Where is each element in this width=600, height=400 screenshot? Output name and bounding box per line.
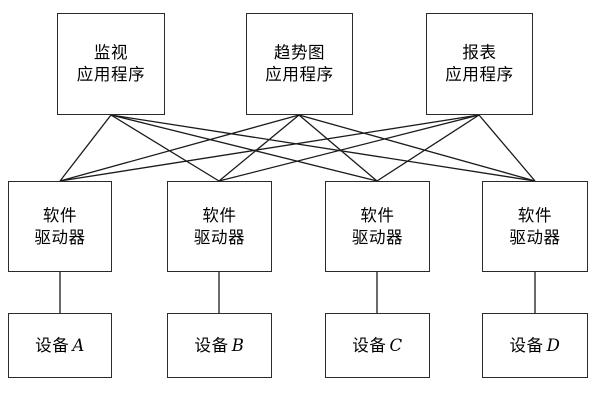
driver-2-line2: 驱动器 xyxy=(193,227,246,247)
driver-1-line2: 驱动器 xyxy=(34,227,86,247)
edge-app2-driver3 xyxy=(298,114,378,182)
driver-box-3[interactable]: 软件 驱动器 xyxy=(325,181,430,272)
app-report-line1: 报表 xyxy=(462,43,497,63)
driver-1-line1: 软件 xyxy=(42,205,78,225)
driver-box-2[interactable]: 软件 驱动器 xyxy=(167,181,272,272)
driver-3-line1: 软件 xyxy=(360,205,395,225)
app-monitor-line1: 监视 xyxy=(93,43,129,63)
edge-app1-driver1 xyxy=(59,114,112,182)
edge-app2-driver1 xyxy=(59,114,300,182)
edge-app1-driver2 xyxy=(110,114,220,182)
edge-app1-driver4 xyxy=(110,114,536,182)
edge-app3-driver1 xyxy=(59,114,480,182)
edge-app1-driver3 xyxy=(110,114,378,182)
app-monitor-line2: 应用程序 xyxy=(76,65,146,84)
driver-4-line1: 软件 xyxy=(517,205,553,225)
device-b-label: 设备 xyxy=(194,335,229,355)
app-box-trend[interactable]: 趋势图 应用程序 xyxy=(246,13,353,115)
app-report-line2: 应用程序 xyxy=(445,65,514,84)
app-trend-line1: 趋势图 xyxy=(273,43,326,63)
device-c-label: 设备 xyxy=(352,335,387,355)
driver-2-line1: 软件 xyxy=(202,205,237,225)
edge-app3-driver3 xyxy=(376,114,480,182)
app-box-monitor[interactable]: 监视 应用程序 xyxy=(57,13,165,115)
device-d-label: 设备 xyxy=(509,335,544,355)
driver-4-line2: 驱动器 xyxy=(509,227,561,247)
app-box-report[interactable]: 报表 应用程序 xyxy=(426,13,533,115)
device-a-label: 设备 xyxy=(35,335,70,355)
driver-box-1[interactable]: 软件 驱动器 xyxy=(8,181,112,272)
device-d-ident: D xyxy=(546,335,561,355)
device-c-ident: C xyxy=(389,335,403,355)
driver-box-4[interactable]: 软件 驱动器 xyxy=(482,181,588,272)
edge-app2-driver2 xyxy=(218,114,300,182)
device-a-ident: A xyxy=(72,335,85,355)
driver-3-line2: 驱动器 xyxy=(351,227,404,247)
edge-app3-driver2 xyxy=(218,114,480,182)
app-trend-line2: 应用程序 xyxy=(265,65,334,84)
device-b-ident: B xyxy=(231,335,245,355)
edge-app2-driver4 xyxy=(298,114,536,182)
edge-app3-driver4 xyxy=(478,114,536,182)
